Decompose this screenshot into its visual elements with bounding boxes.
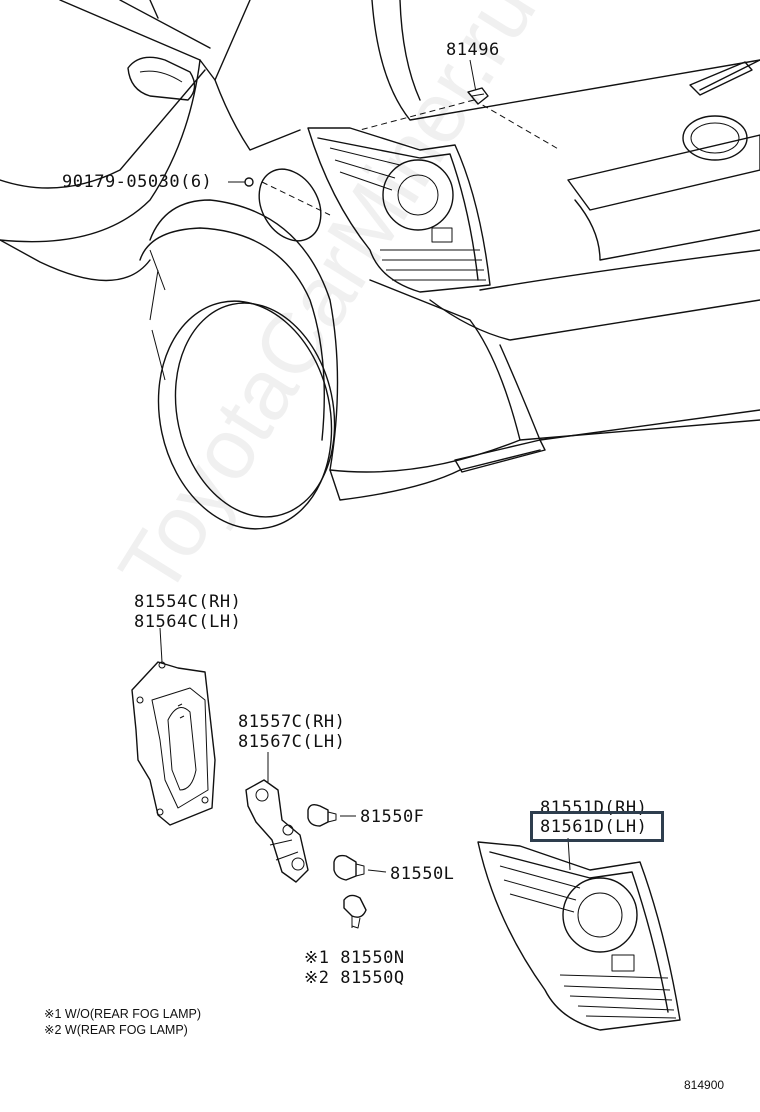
tail-lamp-assembly [477,841,681,1031]
label-socket-rh[interactable]: 81557C(RH) [238,712,346,732]
installed-tail-lamp [307,127,491,293]
bulb-socket [245,779,309,883]
label-bulb-q[interactable]: ※2 81550Q [304,968,405,988]
bulb-81550F [307,803,356,827]
footnote-2: ※2 W(REAR FOG LAMP) [44,1023,188,1037]
vehicle-rear-body [0,0,760,530]
label-screw[interactable]: 90179-05030(6) [62,172,213,192]
socket-cover [131,661,216,826]
highlight-box [530,811,664,842]
footnote-1: ※1 W/O(REAR FOG LAMP) [44,1007,202,1021]
label-socket-cover-lh[interactable]: 81564C(LH) [134,612,242,632]
label-clip[interactable]: 81496 [446,40,500,60]
label-socket-lh[interactable]: 81567C(LH) [238,732,346,752]
leader-lines [159,59,571,930]
label-socket-cover-rh[interactable]: 81554C(RH) [134,592,242,612]
label-bulb-n[interactable]: ※1 81550N [304,948,405,968]
bulb-81550L [333,854,387,881]
clip-81496 [467,87,489,105]
label-bulb-l[interactable]: 81550L [390,864,455,884]
label-bulb-f[interactable]: 81550F [360,807,425,827]
bulb-81550N [343,894,367,929]
screw-90179 [244,177,254,187]
diagram-code: 814900 [684,1078,725,1092]
label-lamp-lh[interactable]: 81561D(LH) [540,817,648,837]
